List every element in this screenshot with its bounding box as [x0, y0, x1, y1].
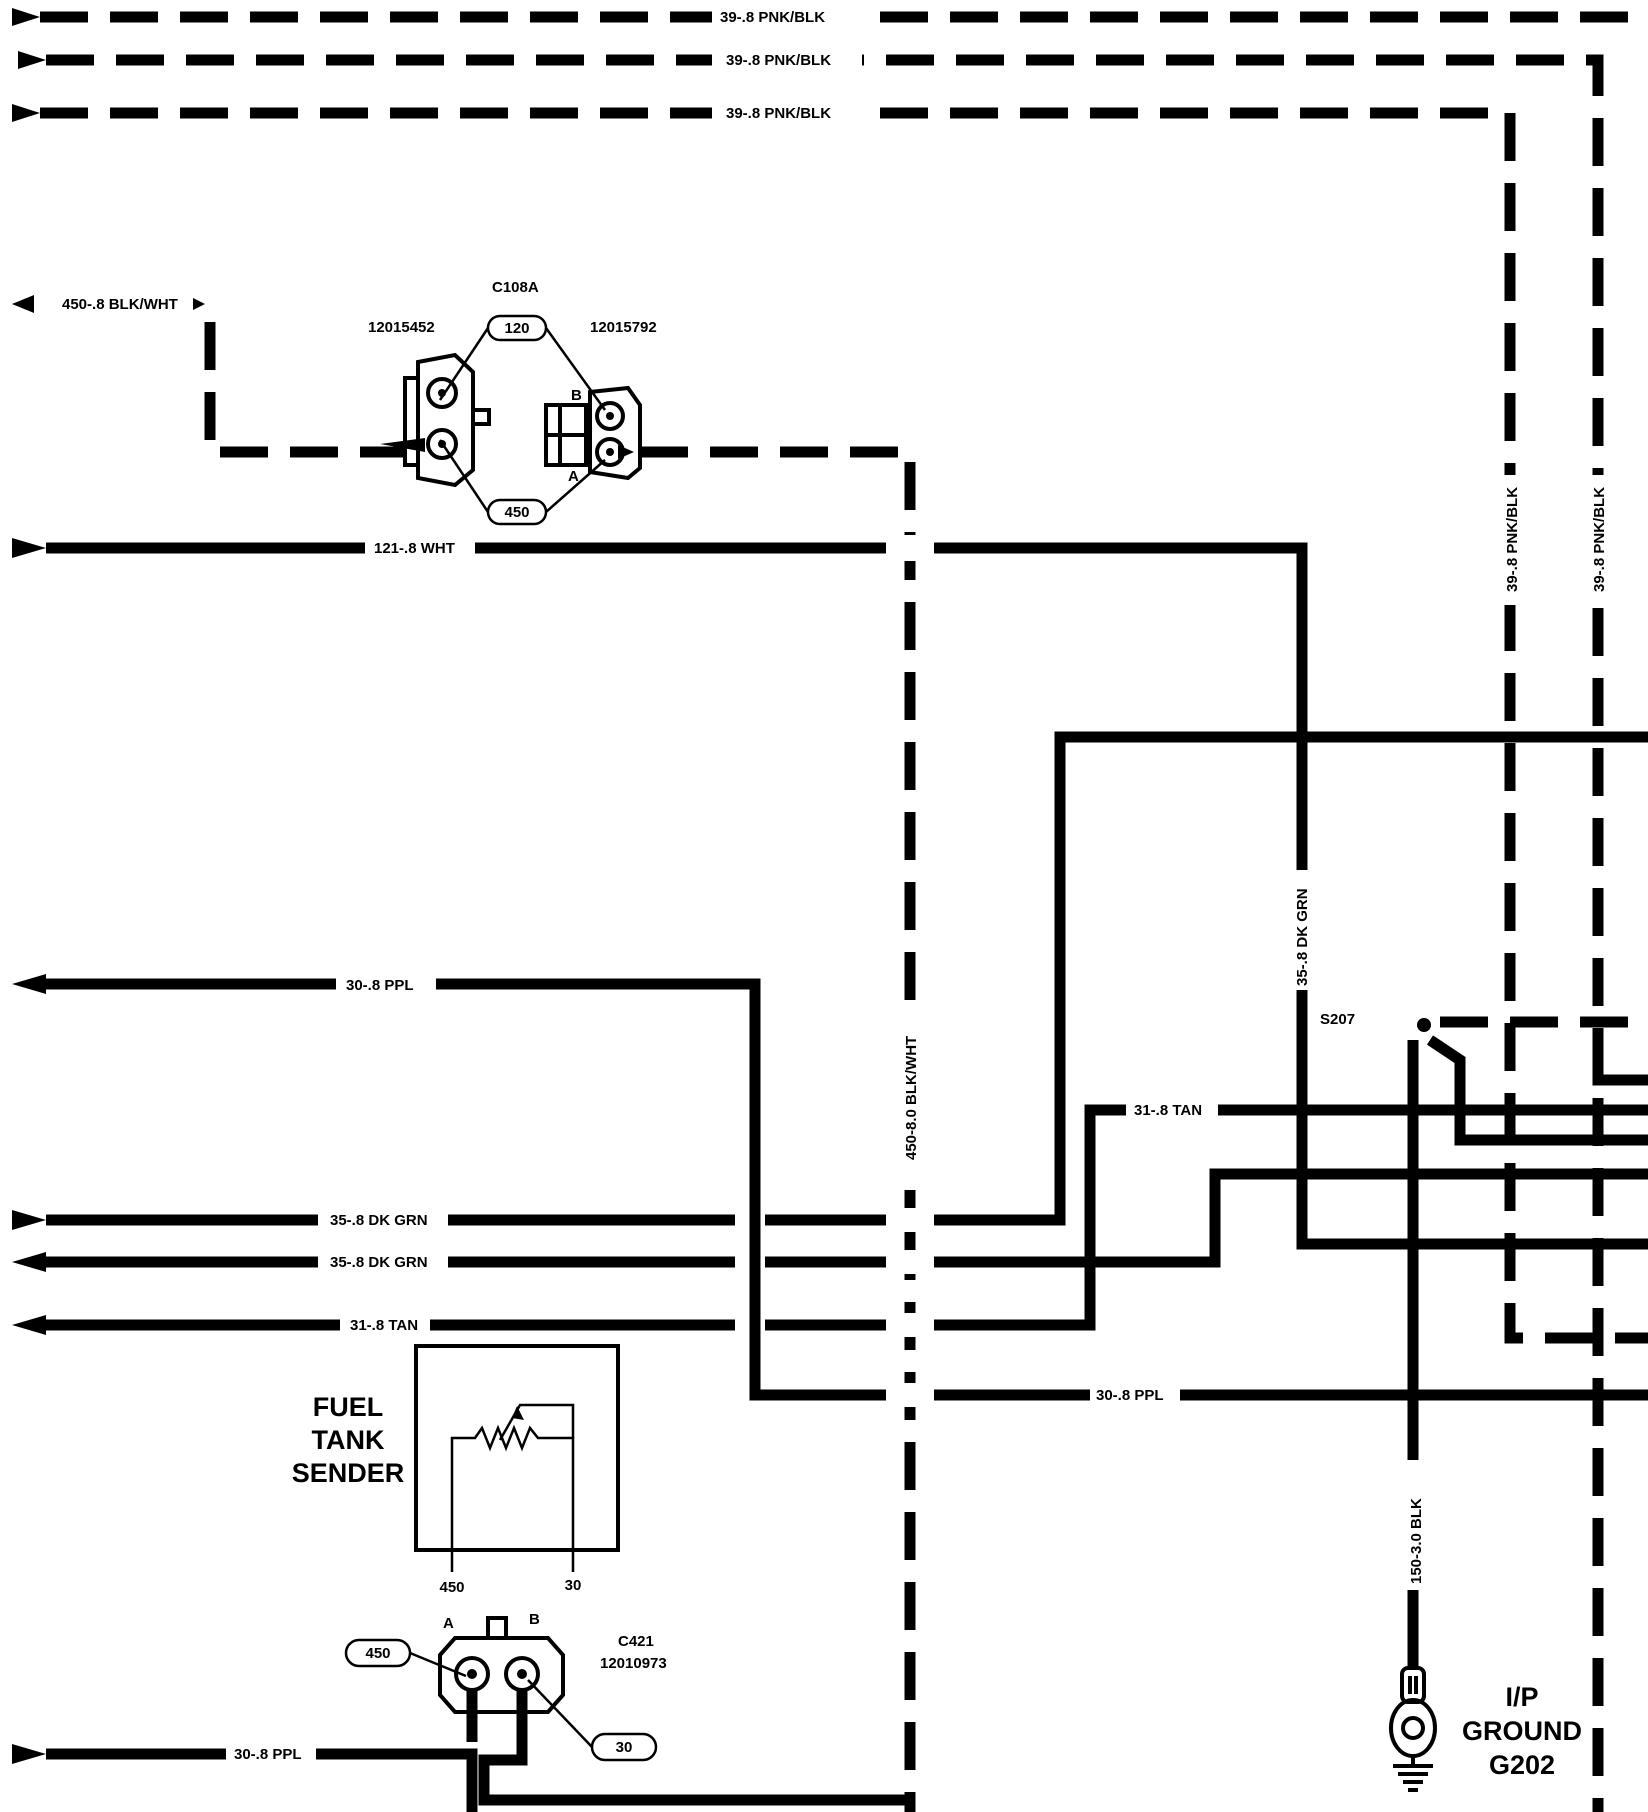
sender-resistor — [450, 1424, 575, 1550]
c421-name: C421 — [618, 1633, 654, 1650]
c108a-right-body — [588, 385, 642, 481]
pnk-blk-vertical-labels: 39-.8 PNK/BLK 39-.8 PNK/BLK — [1499, 475, 1609, 605]
c108a-name: C108A — [492, 279, 539, 296]
svg-text:450: 450 — [504, 504, 529, 521]
pnk-blk-label-v2: 39-.8 PNK/BLK — [1591, 487, 1608, 592]
c421-pin-a: A — [443, 1615, 454, 1632]
c421-body — [438, 1636, 565, 1714]
pnk-blk-wire-1: 39-.8 PNK/BLK — [12, 6, 1648, 30]
ground-line2: GROUND — [1462, 1716, 1582, 1746]
ground-line3: G202 — [1489, 1750, 1555, 1780]
s207-splice: S207 150-3.0 BLK — [1320, 1011, 1648, 1670]
ppl-label-mid: 30-.8 PPL — [1096, 1387, 1164, 1404]
c421-pin-b: B — [529, 1611, 540, 1628]
ppl-label-left: 30-.8 PPL — [346, 977, 414, 994]
dk-grn-label-1: 35-.8 DK GRN — [330, 1212, 428, 1229]
sender-box — [414, 1344, 620, 1552]
sender-term-450: 450 — [439, 1579, 464, 1596]
svg-text:30: 30 — [616, 1739, 633, 1756]
ground-line1: I/P — [1505, 1682, 1538, 1712]
blk-wht-wire: 450-.8 BLK/WHT 450-8.0 BLK/WHT — [12, 295, 924, 1812]
svg-text:120: 120 — [504, 320, 529, 337]
ground-g202: I/P GROUND G202 — [1389, 1666, 1582, 1792]
pnk-blk-label-v1: 39-.8 PNK/BLK — [1504, 487, 1521, 592]
sender-term-30: 30 — [565, 1577, 582, 1594]
s207-dot — [1417, 1018, 1431, 1032]
sender-title-1: FUEL — [313, 1392, 384, 1422]
tan-label-left: 31-.8 TAN — [350, 1317, 418, 1334]
blk-ground-label: 150-3.0 BLK — [1408, 1498, 1425, 1584]
c108a-left-part: 12015452 — [368, 319, 435, 336]
dk-grn-label-v: 35-.8 DK GRN — [1294, 888, 1311, 986]
wht-label: 121-.8 WHT — [374, 540, 455, 557]
tan-label-mid: 31-.8 TAN — [1134, 1102, 1202, 1119]
sender-title-2: TANK — [312, 1425, 385, 1455]
pnk-blk-label-2: 39-.8 PNK/BLK — [726, 52, 831, 69]
dk-grn-label-2: 35-.8 DK GRN — [330, 1254, 428, 1271]
wht-wire: 121-.8 WHT 35-.8 DK GRN — [12, 535, 1648, 1250]
c108a-connector: C108A 12015452 12015792 120 450 B A — [368, 279, 657, 526]
pnk-blk-label-1: 39-.8 PNK/BLK — [720, 9, 825, 26]
ppl-wire-bottom: 30-.8 PPL — [12, 1742, 478, 1812]
c108a-right-part: 12015792 — [590, 319, 657, 336]
pnk-blk-wire-3: 39-.8 PNK/BLK — [12, 101, 1648, 1344]
s207-label: S207 — [1320, 1011, 1355, 1028]
sender-title-3: SENDER — [292, 1458, 405, 1488]
dk-grn-wire-2: 35-.8 DK GRN — [12, 1168, 1648, 1274]
c421-connector: A B C421 12010973 450 30 — [344, 1611, 910, 1806]
pnk-blk-label-3: 39-.8 PNK/BLK — [726, 105, 831, 122]
ppl-wire: 30-.8 PPL 30-.8 PPL — [12, 972, 1648, 1407]
blk-wht-label-v: 450-8.0 BLK/WHT — [903, 1036, 920, 1160]
c108a-cavity-450 — [486, 498, 548, 526]
pnk-blk-wire-2: 39-.8 PNK/BLK — [18, 48, 1604, 1812]
c108a-pin-b: B — [571, 387, 582, 404]
ppl-label-bottom: 30-.8 PPL — [234, 1746, 302, 1763]
c108a-left-body — [416, 352, 475, 488]
svg-text:450: 450 — [365, 1645, 390, 1662]
c108a-pin-a: A — [568, 468, 579, 485]
fuel-tank-sender: FUEL TANK SENDER 450 30 — [292, 1344, 620, 1596]
c421-part: 12010973 — [600, 1655, 667, 1672]
blk-wht-label-left: 450-.8 BLK/WHT — [62, 296, 178, 313]
pnk-blk-hook — [1592, 1040, 1648, 1086]
